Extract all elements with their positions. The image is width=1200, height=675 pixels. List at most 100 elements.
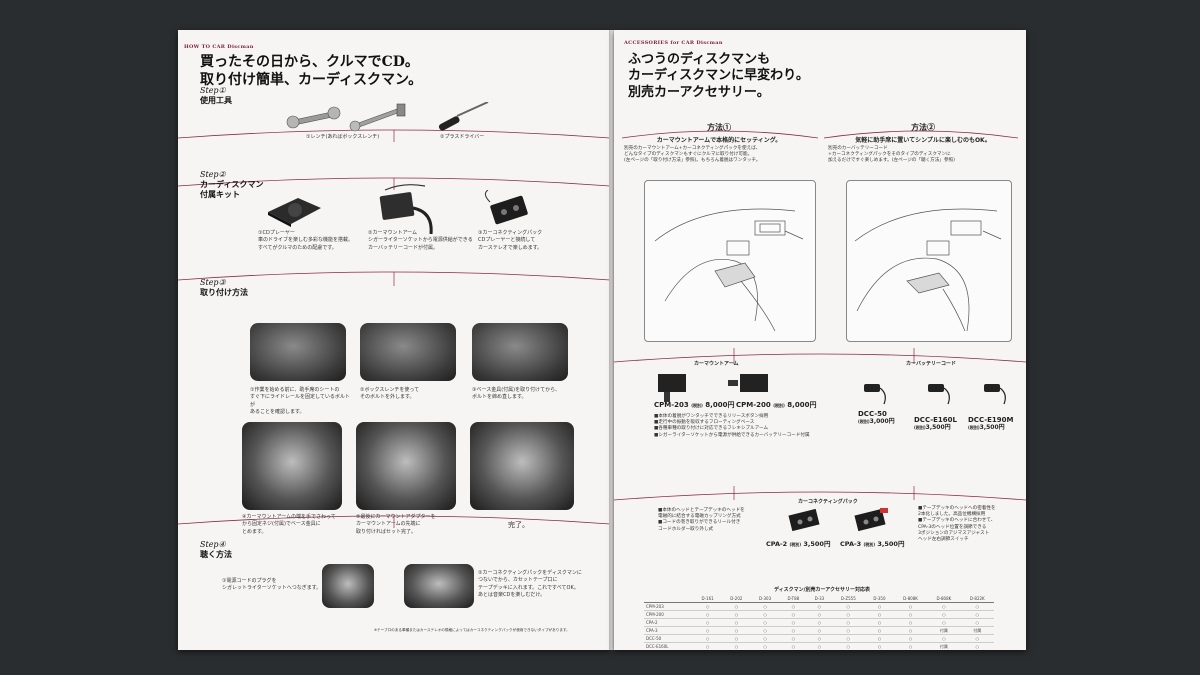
table-cell: ○ <box>721 610 751 619</box>
product-item: CPM-203 (税別) 8,000円 <box>654 400 734 410</box>
table-cell: ○ <box>831 642 866 650</box>
cpa-2-icon <box>788 508 820 532</box>
method2-title: 方法② <box>911 122 935 132</box>
listen-caption: ①電源コードのプラグを シガレットライターソケットへつなぎます。 <box>222 578 322 592</box>
right-page: ACCESSORIES for CAR Discman ふつうのディスクマンも … <box>614 30 1026 650</box>
install-photo-4 <box>242 422 342 510</box>
table-cell: ○ <box>779 634 808 643</box>
table-cell: ○ <box>865 626 894 635</box>
table-cell: ○ <box>893 610 928 619</box>
separator-curves <box>178 129 610 528</box>
note-line: ■本体のヘッドとテープデッキのヘッドを <box>658 508 745 513</box>
kit-caption: ①CDプレーヤー 車のドライブを楽しむ多彩な機能を搭載。 すべてがクルマのための… <box>258 230 354 251</box>
table-cell: 付属 <box>927 642 961 650</box>
install-caption: ④カーマウントアームの端を手でさわって から固定ネジ(付属)でベース金具に とめ… <box>242 514 336 535</box>
table-cell: ○ <box>693 610 722 619</box>
note-line: ■本体の着脱がワンタッチでできるリリースボタン採用 <box>654 414 769 419</box>
price-tag: (税別) <box>863 542 876 547</box>
note-line: ■コードの巻き取りができるリール付き <box>658 520 741 526</box>
method2-block: 方法② 気軽に助手席に置いてシンプルに楽しむのもOK。 別売のカーバッテリーコー… <box>828 122 1018 165</box>
table-cell: ○ <box>831 634 866 643</box>
product-model: CPA-3 <box>840 540 862 548</box>
cpm-203-icon <box>658 374 686 402</box>
dcc-e160l-icon <box>928 384 950 405</box>
note-line: コードホルダー取り外し式 <box>658 526 714 532</box>
note-line: ■シガーライターソケットから電源が供給できるカーバッテリーコード付属 <box>654 432 810 438</box>
product-model: DCC-E190M <box>968 416 1014 424</box>
cpa-3-icon <box>854 508 888 532</box>
table-cell: ○ <box>893 634 928 643</box>
right-separators <box>614 130 1026 501</box>
product-item: DCC-E160L (税別)3,500円 <box>914 416 957 432</box>
left-page: HOW TO CAR Discman 買ったその日から、クルマでCD。 取り付け… <box>178 30 610 650</box>
table-cell: ○ <box>779 602 808 611</box>
table-cell: 付属 <box>960 626 994 635</box>
table-header-cell: D-Z555 <box>831 595 866 603</box>
table-row: CPM-203○○○○○○○○○○ <box>644 602 994 611</box>
product-model: DCC-50 <box>858 410 887 418</box>
table-row-name: CPM-203 <box>644 602 694 611</box>
table-cell: ○ <box>831 618 866 627</box>
headline-line: 別売カーアクセサリー。 <box>628 84 770 100</box>
mount-notes: ■本体の着脱がワンタッチでできるリリースボタン採用 ■走行中の振動を吸収するフロ… <box>654 414 810 439</box>
method1-illustration <box>644 180 816 342</box>
cord-band-title: カーバッテリーコード <box>906 361 956 367</box>
page-headline: 買ったその日から、クルマでCD。 取り付け簡単、カーディスクマン。 <box>200 54 422 89</box>
listen-photo-1 <box>322 564 374 608</box>
step4-title: 聴く方法 <box>200 550 232 559</box>
table-cell: ○ <box>960 642 994 650</box>
note-line: ■走行中の振動を吸収するフローティングベース <box>654 420 755 426</box>
method1-title: 方法① <box>707 122 731 132</box>
table-cell: ○ <box>831 610 866 619</box>
table-header-row: D-161 D-202 D-303 D-T88 D-33 D-Z555 D-35… <box>644 595 994 603</box>
table-cell: ○ <box>750 634 780 643</box>
install-caption: ①作業を始める前に、助手席のシートの すぐ下にライドレールを固定しているボルトが… <box>250 387 350 415</box>
table-cell: ○ <box>779 610 808 619</box>
step1-title: 使用工具 <box>200 96 232 105</box>
product-price: 3,500円 <box>803 540 831 548</box>
table-cell: ○ <box>960 618 994 627</box>
table-cell: ○ <box>893 642 928 650</box>
listen-photo-2 <box>404 564 474 608</box>
product-price: 3,500円 <box>925 424 951 432</box>
product-item: CPM-200 (税別) 8,000円 <box>736 400 816 410</box>
table-cell: ○ <box>750 626 780 635</box>
note-line: ■テープデッキのヘッドに合わせて、 <box>918 518 996 524</box>
product-model: CPA-2 <box>766 540 788 548</box>
table-cell: ○ <box>865 618 894 627</box>
table-cell: ○ <box>865 634 894 643</box>
headline-line: ふつうのディスクマンも <box>628 52 771 67</box>
table-header-cell: D-33 <box>807 595 832 603</box>
table-row: CPA-3○○○○○○○○付属付属 <box>644 626 994 635</box>
page-headline: ふつうのディスクマンも カーディスクマンに早変わり。 別売カーアクセサリー。 <box>628 52 809 101</box>
kit-caption: ③カーコネクティングパック CDプレーヤーと接続して カーステレオで楽しめます。 <box>478 230 543 251</box>
step3-title: 取り付け方法 <box>200 288 248 297</box>
section-label: HOW TO CAR Discman <box>184 44 254 50</box>
headline-line: 買ったその日から、クルマでCD。 <box>200 54 419 70</box>
cd-player-icon <box>268 198 321 227</box>
note-line: 2本化しました。高品位機構採用 <box>918 512 986 518</box>
tool-caption: ①レンチ(あればボックスレンチ) <box>306 134 380 140</box>
table-cell: ○ <box>865 642 894 650</box>
table-title: ディスクマン/別売カーアクセサリー対応表 <box>774 587 871 593</box>
note-line: ■テープデッキのヘッドへの密着性を <box>918 506 996 511</box>
table-header-cell: D-822K <box>960 595 994 603</box>
step3-label: Step③ <box>200 278 226 287</box>
table-cell: ○ <box>721 642 751 650</box>
table-cell: ○ <box>893 626 928 635</box>
table-row-name: DCC-50 <box>644 634 694 643</box>
table-cell: 付属 <box>927 626 961 635</box>
product-item: DCC-E190M (税別)3,500円 <box>968 416 1014 432</box>
car-mount-arm-icon <box>379 184 433 235</box>
install-photo-3 <box>472 323 568 381</box>
table-cell: ○ <box>831 602 866 611</box>
install-caption: ⑤最後にカーマウントアダプターを カーマウントアームの先端に 取り付ければセット… <box>356 514 436 535</box>
table-header-cell: D-303 <box>750 595 780 603</box>
product-item: CPA-3 (税別) 3,500円 <box>840 538 904 548</box>
table-row-name: CPA-2 <box>644 618 694 627</box>
table-cell: ○ <box>893 602 928 611</box>
table-header-cell: D-350 <box>865 595 894 603</box>
install-done-caption: 完了。 <box>508 521 529 529</box>
table-cell: ○ <box>693 642 722 650</box>
note-line: ヘッド左右調節スイッチ <box>918 536 969 542</box>
